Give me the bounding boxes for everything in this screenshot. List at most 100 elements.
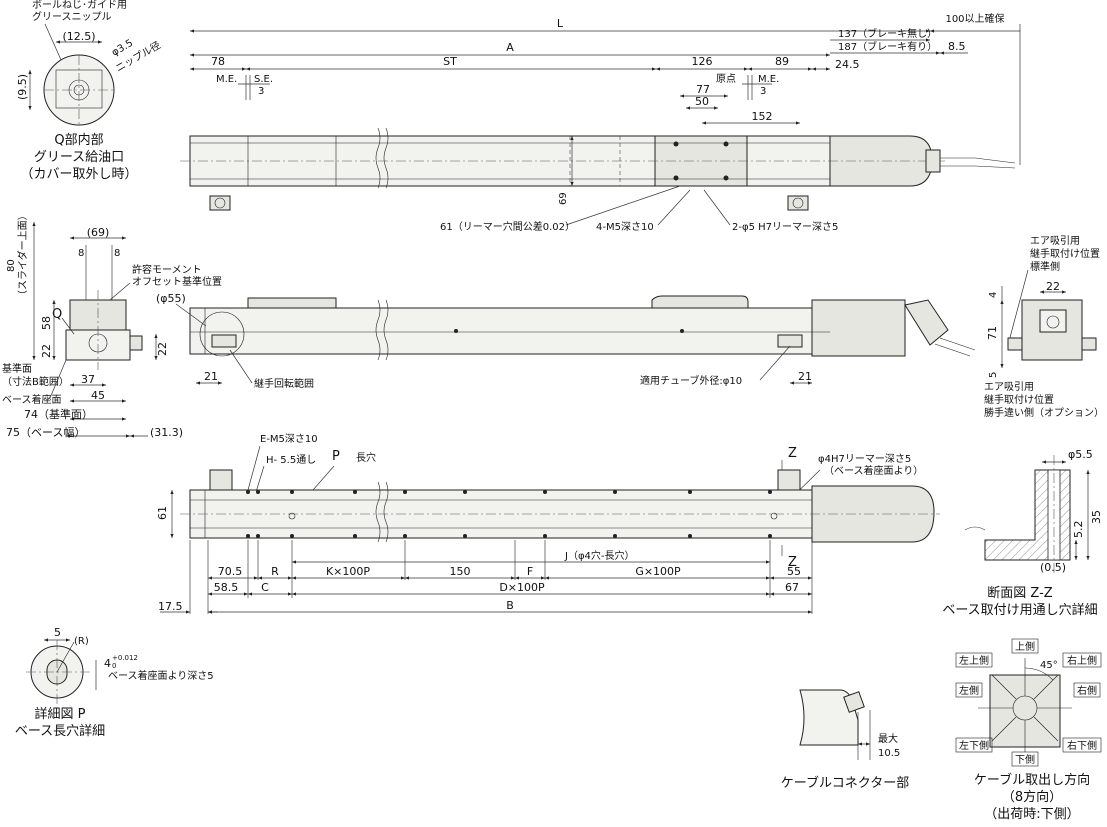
re-dim-5: 5 [988, 372, 999, 378]
re-dim-4: 4 [988, 292, 999, 298]
top-view: L 100以上確保 A 137（ブレーキ無し） 187（ブレーキ有り） 8.5 … [180, 12, 1021, 233]
motor-cover-top [829, 135, 933, 187]
side-dim-phi55: (φ55) [156, 292, 186, 305]
end-base-mount: ベース着座面 [2, 393, 62, 406]
end-dim-45: 45 [91, 389, 105, 402]
dim-L: L [557, 17, 564, 30]
p-dim-5: 5 [54, 626, 61, 639]
conn-dim-10_5: 10.5 [878, 748, 900, 759]
end-dim-8b: 8 [114, 248, 120, 259]
dim-69: 69 [558, 192, 569, 205]
label-se: S.E. [254, 74, 273, 85]
q-detail: ボールねじ･ガイド用 グリースニップル (12.5) φ3.5 ニップル径 (9… [16, 0, 163, 182]
actuator-body-side [189, 307, 831, 355]
dim-24_5: 24.5 [835, 58, 860, 71]
end-dim-37: 37 [81, 373, 95, 386]
cable-top: 上側 [1015, 640, 1035, 653]
label-origin: 原点 [716, 73, 736, 85]
cable-title-3: （出荷時:下側） [984, 807, 1079, 822]
right-end-view: エア吸引用 継手取付け位置 標準側 22 4 71 5 エア吸引用 継手取付け位… [984, 235, 1104, 419]
dim-89: 89 [775, 55, 789, 68]
q-title-3: （カバー取外し時） [20, 167, 137, 182]
bv-c: C [261, 581, 269, 594]
dim-nobrake: 137（ブレーキ無し） [838, 27, 937, 40]
bv-d: D×100P [499, 581, 545, 594]
cable-left: 左側 [959, 684, 979, 697]
re-opt-3: 勝手違い側（オプション） [984, 406, 1104, 419]
dim-8_5: 8.5 [948, 40, 966, 53]
cable-angle: 45° [1040, 660, 1058, 671]
re-opt-2: 継手取付け位置 [984, 393, 1054, 406]
z-title-2: ベース取付け用通し穴詳細 [942, 602, 1097, 618]
side-rotation: 継手回転範囲 [254, 377, 314, 390]
q-title-1: Q部内部 [54, 132, 103, 148]
cable-top-right: 右上側 [1067, 654, 1097, 667]
bv-h55: H- 5.5通し [266, 454, 316, 466]
dim-ST: ST [443, 55, 457, 68]
cable-right: 右側 [1077, 684, 1097, 697]
re-dim-71: 71 [986, 326, 999, 340]
label-me-right: M.E. [758, 74, 779, 85]
dim-77: 77 [696, 83, 710, 96]
side-tube: 適用チューブ外径:φ10 [640, 374, 742, 387]
bv-r: R [271, 565, 279, 578]
end-moment-2: オフセット基準位置 [132, 275, 222, 288]
bv-k: K×100P [326, 565, 370, 578]
cable-direction: 45° 上側 左上側 右上側 左側 右側 左下側 下側 右下側 ケーブル取出し方… [955, 638, 1102, 822]
p-tol: 4 [104, 657, 111, 670]
end-dim-58: 58 [40, 316, 53, 330]
p-title-1: 詳細図 P [35, 706, 86, 722]
cable-top-left: 左上側 [959, 654, 989, 667]
bv-p: P [332, 449, 340, 464]
end-dim-74: 74（基準面） [24, 407, 93, 421]
end-dim-75: 75（ベース幅） [6, 426, 85, 439]
end-dim-31_3: (31.3) [150, 426, 183, 439]
bv-dim-70_5: 70.5 [218, 565, 243, 578]
label-me-left: M.E. [216, 74, 237, 85]
z-dim-phi5_5: φ5.5 [1068, 448, 1093, 461]
end-moment-1: 許容モーメント [132, 263, 202, 276]
bv-dim-17_5: 17.5 [158, 600, 183, 613]
bv-f: F [527, 565, 533, 578]
z-dim-0_5: (0.5) [1040, 561, 1066, 574]
p-tol-dn: 0 [112, 662, 116, 670]
z-dim-35: 35 [1090, 510, 1103, 524]
dim-50: 50 [695, 95, 709, 108]
dim-126: 126 [692, 55, 713, 68]
bv-em5: E-M5深さ10 [260, 433, 318, 445]
side-dim-21b: 21 [798, 370, 812, 383]
re-air-3: 標準側 [1030, 260, 1060, 273]
end-dim-22b: 22 [156, 342, 169, 356]
end-view: (69) 8 8 80 （スライダー上面） 許容モーメント オフセット基準位置 … [2, 210, 222, 439]
z-section: φ5.5 35 5.2 (0.5) 断面図 Z-Z ベース取付け用通し穴詳細 [942, 448, 1103, 618]
bottom-view: E-M5深さ10 H- 5.5通し P 長穴 Z Z φ4H7リーマー深さ5 （… [156, 433, 940, 614]
bottom-holes [246, 490, 778, 538]
conn-title: ケーブルコネクター部 [781, 775, 909, 791]
z-title-1: 断面図 Z-Z [987, 586, 1053, 601]
z-dim-5_2: 5.2 [1072, 521, 1085, 539]
cable-bottom-left: 左下側 [959, 739, 989, 752]
p-title-2: ベース長穴詳細 [15, 723, 105, 739]
end-ref-2: （寸法B範囲） [2, 375, 69, 388]
end-slider-top: （スライダー上面） [16, 210, 29, 300]
q-label-2: グリースニップル [32, 10, 112, 23]
bv-b: B [506, 599, 514, 612]
dim-78: 78 [211, 55, 225, 68]
dim-A: A [506, 41, 514, 54]
cable-bottom: 下側 [1015, 753, 1035, 766]
bv-g: G×100P [635, 565, 681, 578]
bv-phi4: φ4H7リーマー深さ5 [818, 453, 911, 465]
side-dim-21a: 21 [204, 370, 218, 383]
cable-title-1: ケーブル取出し方向 [974, 772, 1090, 788]
connector-detail: 最大 10.5 ケーブルコネクター部 [781, 689, 909, 791]
re-air-1: エア吸引用 [1030, 235, 1080, 247]
end-dim-8a: 8 [78, 248, 84, 259]
bv-dim-55: 55 [787, 565, 801, 578]
dim-3a: 3 [258, 86, 264, 97]
bv-z-top: Z [788, 446, 797, 461]
end-dim-22a: 22 [40, 344, 53, 358]
bv-slot: 長穴 [356, 451, 376, 464]
cable-title-2: （8方向） [1002, 789, 1062, 805]
side-view: (φ55) 21 継手回転範囲 適用チューブ外径:φ10 21 [156, 292, 976, 390]
callout-m5: 4-M5深さ10 [596, 221, 654, 233]
